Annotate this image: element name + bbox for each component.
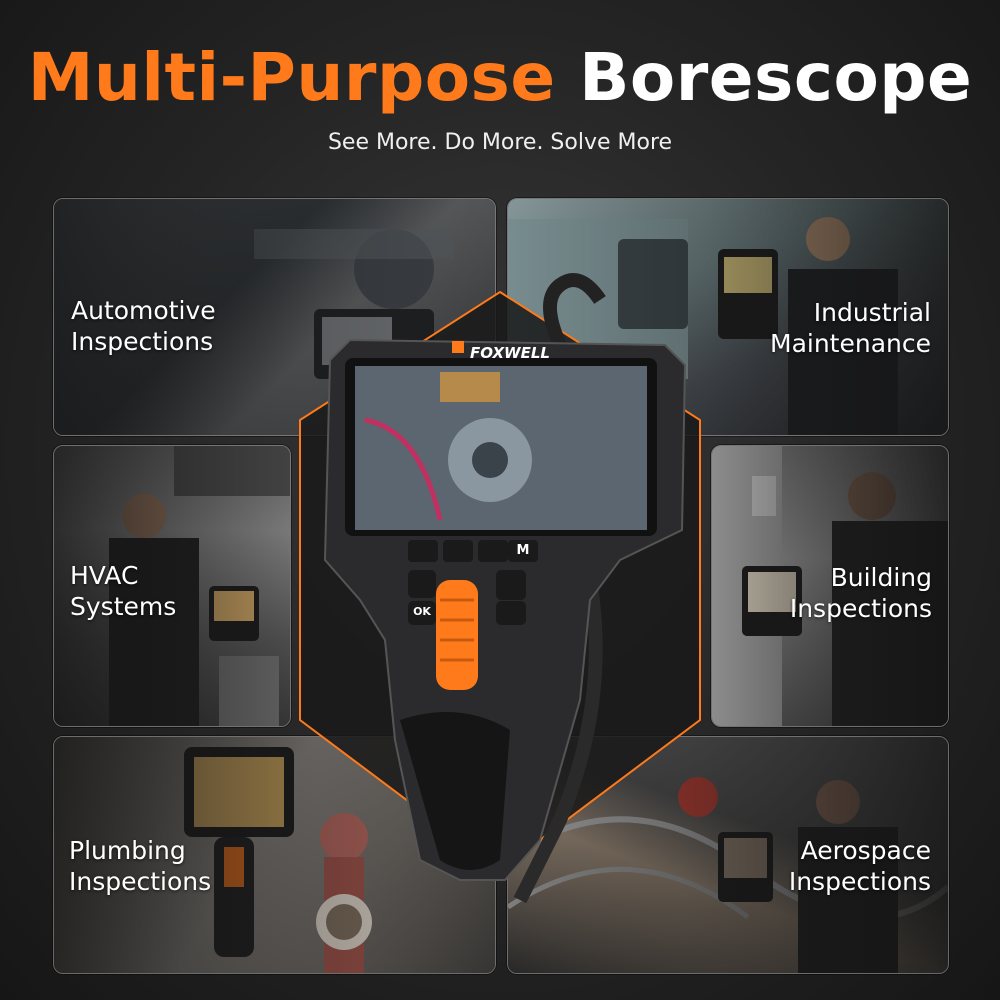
- mode-button-label: M: [516, 543, 530, 558]
- mode-button: [508, 540, 538, 562]
- settings-icon: [408, 540, 438, 562]
- ok-button-label: OK: [413, 605, 431, 618]
- page-title: Multi-Purpose Borescope: [0, 38, 1000, 118]
- control-wheel: [436, 580, 478, 690]
- title-accent: Multi-Purpose: [27, 39, 556, 116]
- page-subtitle: See More. Do More. Solve More: [327, 130, 673, 155]
- rotate-icon: [478, 540, 508, 562]
- ok-button: [408, 601, 436, 625]
- power-icon: [496, 601, 526, 625]
- light-icon: [496, 570, 526, 600]
- camera-icon: [408, 570, 436, 598]
- brand-logo: FOXWELL: [470, 344, 550, 362]
- title-main: Borescope: [579, 39, 973, 116]
- zoom-icon: [443, 540, 473, 562]
